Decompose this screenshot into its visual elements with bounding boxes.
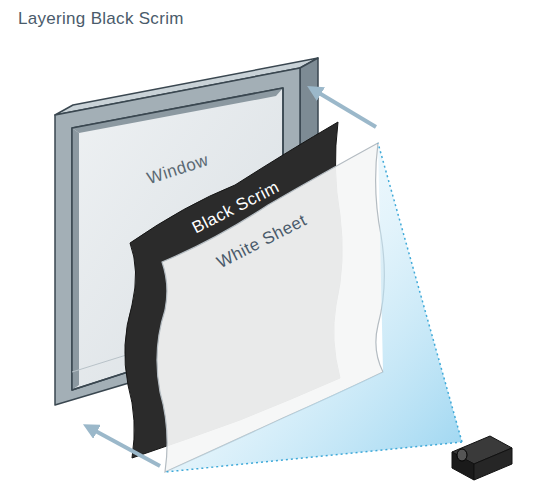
diagram-title: Layering Black Scrim [18,10,184,29]
projector [452,436,512,480]
beam-edge [165,442,462,472]
projector-beam [165,143,462,472]
beam-edge [378,143,462,442]
direction-arrow [90,428,160,466]
direction-arrow [314,90,376,127]
